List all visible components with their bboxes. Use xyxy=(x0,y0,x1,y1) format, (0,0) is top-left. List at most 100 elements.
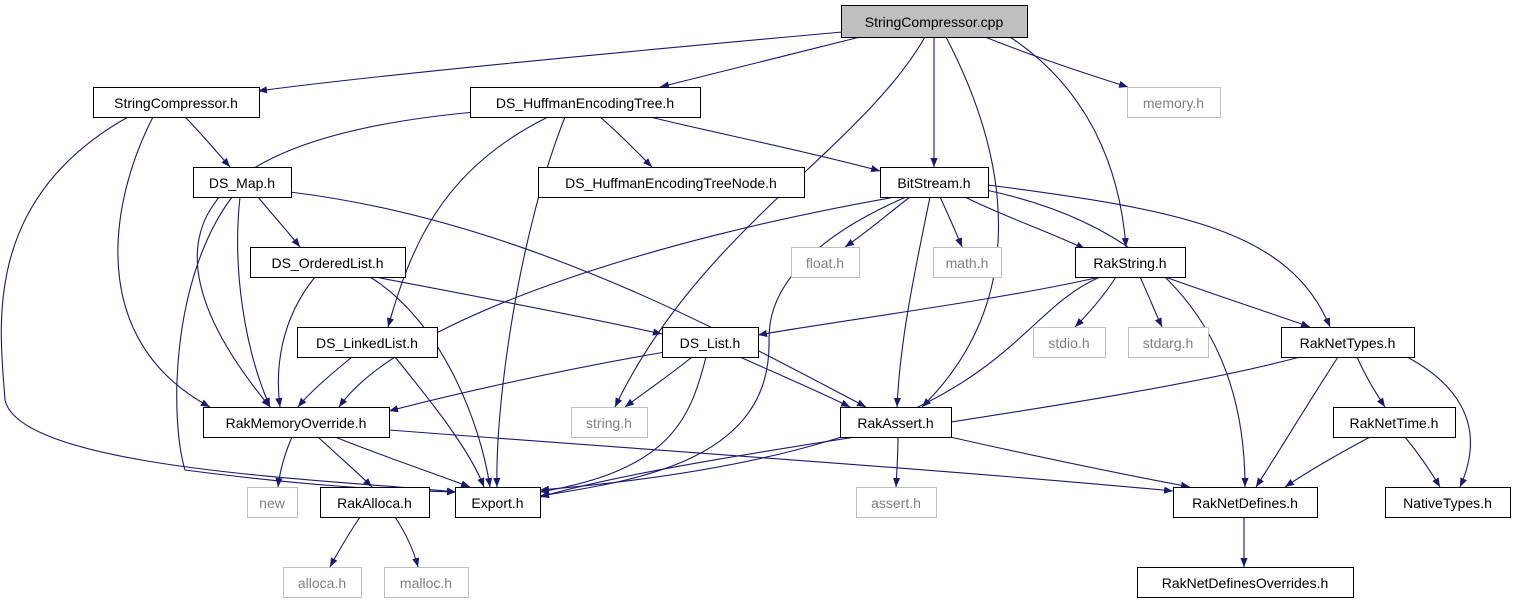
edge-bitstream-h-to-memory-override-h xyxy=(338,196,896,408)
node-label-raknettime-h: RakNetTime.h xyxy=(1350,415,1439,431)
edge-root-to-string-compressor-h xyxy=(257,31,843,94)
node-rakstring-h[interactable]: RakString.h xyxy=(1075,247,1186,278)
edge-map-h-to-rakassert-h xyxy=(289,191,867,408)
edge-rakstring-h-to-stdio-h xyxy=(1074,276,1117,328)
node-label-raknetdefines-h: RakNetDefines.h xyxy=(1192,495,1298,511)
node-label-linked-list-h: DS_LinkedList.h xyxy=(316,335,418,351)
node-raknettime-h[interactable]: RakNetTime.h xyxy=(1333,407,1456,438)
edge-huffman-tree-h-to-bitstream-h xyxy=(649,116,881,173)
edge-map-h-to-ordered-list-h xyxy=(257,196,301,248)
node-string-compressor-h[interactable]: StringCompressor.h xyxy=(93,87,260,118)
node-label-ordered-list-h: DS_OrderedList.h xyxy=(271,255,383,271)
node-label-rakassert-h: RakAssert.h xyxy=(857,415,933,431)
node-map-h[interactable]: DS_Map.h xyxy=(193,167,292,198)
node-bitstream-h[interactable]: BitStream.h xyxy=(880,167,989,198)
node-label-rakstring-h: RakString.h xyxy=(1093,255,1166,271)
edge-rakstring-h-to-raknettypes-h xyxy=(1164,276,1311,328)
edges-layer xyxy=(0,31,1471,568)
node-float-h: float.h xyxy=(791,247,860,278)
node-math-h: math.h xyxy=(933,247,1002,278)
node-raknettypes-h[interactable]: RakNetTypes.h xyxy=(1281,327,1415,358)
edge-huffman-tree-h-to-memory-override-h xyxy=(196,111,476,408)
node-label-raknettypes-h: RakNetTypes.h xyxy=(1300,335,1396,351)
node-label-export-h: Export.h xyxy=(471,495,523,511)
node-label-bitstream-h: BitStream.h xyxy=(897,175,970,191)
node-huffman-tree-h[interactable]: DS_HuffmanEncodingTree.h xyxy=(470,87,701,118)
edge-root-to-string-h xyxy=(614,36,926,408)
edge-list-h-to-string-h xyxy=(624,356,693,408)
edge-raknettypes-h-to-raknetdefines-h xyxy=(1255,356,1339,488)
edge-rakassert-h-to-assert-h xyxy=(892,436,901,488)
edge-raknettime-h-to-raknetdefines-h xyxy=(1284,436,1371,488)
edge-string-compressor-h-to-map-h xyxy=(184,116,231,168)
node-label-stdarg-h: stdarg.h xyxy=(1143,335,1194,351)
edge-memory-override-h-to-export-h xyxy=(334,436,471,488)
node-root[interactable]: StringCompressor.cpp xyxy=(841,5,1028,38)
node-label-huffman-node-h: DS_HuffmanEncodingTreeNode.h xyxy=(565,175,777,191)
node-huffman-node-h[interactable]: DS_HuffmanEncodingTreeNode.h xyxy=(538,167,805,198)
node-list-h[interactable]: DS_List.h xyxy=(662,327,759,358)
node-memory-h: memory.h xyxy=(1127,87,1221,118)
node-label-raknetdefines-overrides-h: RakNetDefinesOverrides.h xyxy=(1162,575,1329,591)
edge-memory-override-h-to-new xyxy=(275,436,293,488)
edge-raknettypes-h-to-raknettime-h xyxy=(1356,356,1386,408)
edge-root-to-memory-h xyxy=(984,36,1129,88)
node-raknetdefines-h[interactable]: RakNetDefines.h xyxy=(1173,487,1318,518)
edge-rakalloca-h-to-malloc-h xyxy=(394,516,420,568)
edge-list-h-to-memory-override-h xyxy=(388,351,666,413)
edge-map-h-to-memory-override-h xyxy=(237,196,271,408)
edge-bitstream-h-to-raknettypes-h xyxy=(987,184,1331,328)
node-label-math-h: math.h xyxy=(946,255,989,271)
edge-raknettypes-h-to-nativetypes-h xyxy=(1406,356,1471,488)
edge-bitstream-h-to-float-h xyxy=(844,196,911,248)
node-label-new: new xyxy=(259,495,286,511)
node-label-memory-override-h: RakMemoryOverride.h xyxy=(226,415,367,431)
node-label-string-compressor-h: StringCompressor.h xyxy=(114,95,238,111)
node-label-memory-h: memory.h xyxy=(1143,95,1204,111)
edge-bitstream-h-to-raknetdefines-h xyxy=(985,189,1249,488)
node-nativetypes-h[interactable]: NativeTypes.h xyxy=(1385,487,1511,518)
edge-linked-list-h-to-memory-override-h xyxy=(297,356,353,408)
edge-bitstream-h-to-math-h xyxy=(939,196,963,248)
edge-huffman-tree-h-to-huffman-node-h xyxy=(599,116,653,168)
node-raknetdefines-overrides-h[interactable]: RakNetDefinesOverrides.h xyxy=(1137,567,1354,598)
edge-huffman-tree-h-to-linked-list-h xyxy=(387,116,549,328)
node-label-huffman-tree-h: DS_HuffmanEncodingTree.h xyxy=(496,95,674,111)
edge-list-h-to-export-h xyxy=(539,356,707,495)
node-memory-override-h[interactable]: RakMemoryOverride.h xyxy=(203,407,390,438)
node-label-list-h: DS_List.h xyxy=(680,335,741,351)
node-ordered-list-h[interactable]: DS_OrderedList.h xyxy=(250,247,406,278)
node-label-root: StringCompressor.cpp xyxy=(865,14,1004,30)
node-export-h[interactable]: Export.h xyxy=(455,487,541,518)
edge-linked-list-h-to-export-h xyxy=(394,356,485,488)
node-stdarg-h: stdarg.h xyxy=(1128,327,1209,358)
edge-rakstring-h-to-export-h xyxy=(539,276,1101,493)
edge-rakalloca-h-to-alloca-h xyxy=(329,516,361,568)
edge-huffman-tree-h-to-export-h xyxy=(493,116,566,488)
node-linked-list-h[interactable]: DS_LinkedList.h xyxy=(297,327,438,358)
node-malloc-h: malloc.h xyxy=(384,567,469,598)
edge-bitstream-h-to-rakassert-h xyxy=(893,196,931,408)
edge-rakstring-h-to-list-h xyxy=(757,276,1101,337)
node-stdio-h: stdio.h xyxy=(1033,327,1106,358)
node-rakassert-h[interactable]: RakAssert.h xyxy=(840,407,952,438)
node-new: new xyxy=(247,487,298,518)
edge-ordered-list-h-to-list-h xyxy=(374,276,663,336)
node-rakalloca-h[interactable]: RakAlloca.h xyxy=(320,487,430,518)
edge-root-to-rakstring-h xyxy=(1009,36,1129,248)
edge-raknettime-h-to-nativetypes-h xyxy=(1404,436,1441,488)
node-assert-h: assert.h xyxy=(856,487,937,518)
edge-string-compressor-h-to-export-h xyxy=(0,116,457,495)
node-label-string-h: string.h xyxy=(586,415,632,431)
edge-rakstring-h-to-stdarg-h xyxy=(1139,276,1163,328)
edge-list-h-to-rakassert-h xyxy=(739,356,851,408)
edge-ordered-list-h-to-export-h xyxy=(369,276,493,488)
node-string-h: string.h xyxy=(571,407,648,438)
edge-root-to-rakassert-h xyxy=(921,36,999,408)
edge-memory-override-h-to-raknetdefines-h xyxy=(388,429,1174,494)
node-label-rakalloca-h: RakAlloca.h xyxy=(337,495,412,511)
edge-ordered-list-h-to-memory-override-h xyxy=(275,276,316,408)
edge-root-to-huffman-tree-h xyxy=(659,36,861,89)
